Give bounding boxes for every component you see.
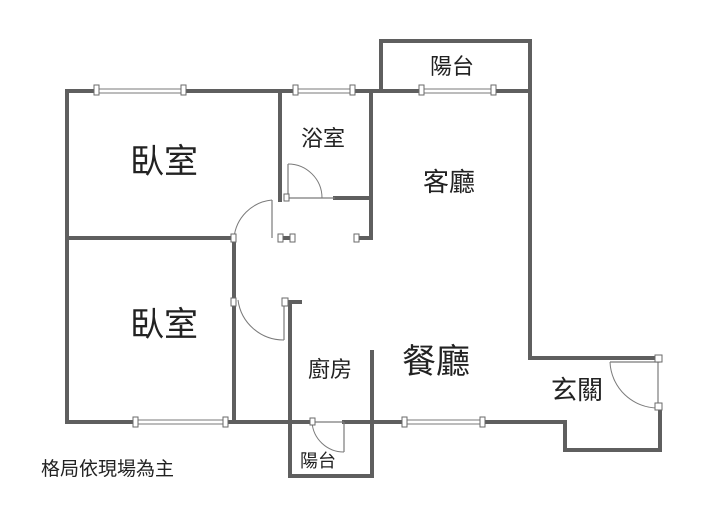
label-bedroom-top: 臥室 [130, 143, 198, 181]
door-bathroom [283, 163, 335, 202]
door-kitchen-balcony [309, 417, 345, 453]
door-bedroom-top [230, 199, 360, 243]
window-bedroom-top [93, 84, 187, 96]
door-entrance [609, 354, 663, 411]
outer-wall-right [528, 89, 662, 360]
label-dining-room: 餐廳 [402, 343, 470, 381]
label-balcony-bottom: 陽台 [300, 451, 336, 471]
doors [230, 163, 663, 453]
outer-wall-left [65, 89, 137, 424]
entrance-wall-right [480, 406, 662, 452]
label-balcony-top: 陽台 [430, 54, 474, 79]
layout-note: 格局依現場為主 [41, 458, 174, 480]
label-kitchen: 廚房 [308, 357, 352, 382]
window-dining-room [401, 416, 486, 428]
label-bathroom: 浴室 [301, 126, 345, 151]
label-living-room: 客廳 [423, 167, 475, 197]
bathroom-right-wall [355, 89, 373, 240]
window-living-room [418, 84, 497, 96]
room-labels: 臥室 臥室 浴室 客廳 餐廳 廚房 玄關 陽台 陽台 [130, 54, 603, 471]
label-entrance: 玄關 [551, 375, 603, 405]
label-bedroom-bottom: 臥室 [130, 306, 198, 344]
walls [65, 39, 662, 478]
balcony-top-wall [379, 39, 532, 93]
window-bathroom [292, 84, 356, 96]
windows [93, 84, 497, 428]
window-bedroom-bottom [132, 416, 229, 428]
door-bedroom-bottom [230, 297, 289, 341]
balcony-bottom-wall [288, 420, 374, 478]
